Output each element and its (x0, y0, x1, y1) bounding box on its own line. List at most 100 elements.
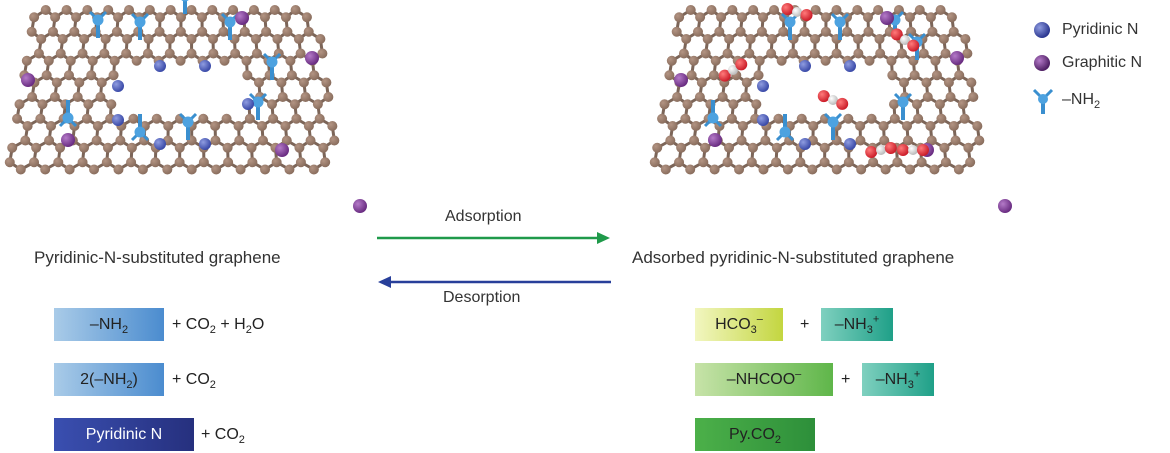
carbon-atom (671, 26, 682, 37)
reactant-2nh2-box: 2(–NH2) (54, 363, 164, 396)
carbon-atom (126, 142, 137, 153)
carbon-atom (926, 135, 937, 146)
carbon-atom (131, 55, 142, 66)
oxygen-atom (800, 8, 813, 21)
carbon-atom (309, 70, 320, 81)
carbon-atom (269, 5, 280, 15)
oxygen-atom (884, 142, 897, 155)
carbon-atom (7, 142, 18, 153)
carbon-atom (89, 164, 100, 175)
oxygen-atom (890, 28, 903, 41)
carbon-atom (207, 5, 218, 15)
carbon-atom (46, 121, 57, 131)
carbon-atom (317, 48, 328, 59)
carbon-atom (284, 164, 295, 175)
carbon-atom (929, 164, 940, 175)
carbon-atom (21, 55, 32, 66)
carbon-atom (767, 34, 778, 44)
carbon-atom (219, 55, 230, 66)
carbon-atom (233, 121, 244, 131)
carbon-atom (55, 142, 66, 153)
carbon-atom (810, 34, 821, 44)
carbon-atom (736, 135, 747, 146)
carbon-atom (241, 55, 252, 66)
pyridinic-n-atom (799, 138, 811, 150)
carbon-atom (674, 157, 685, 168)
co2-carbon-atom (908, 145, 918, 155)
carbon-atom (875, 48, 886, 59)
carbon-atom (96, 77, 107, 88)
carbon-atom (665, 135, 676, 146)
carbon-atom (714, 26, 725, 37)
carbon-atom (853, 48, 864, 59)
carbon-atom (902, 121, 913, 131)
carbon-atom (323, 92, 334, 102)
nh2-nitrogen (707, 112, 719, 124)
carbon-atom (186, 48, 197, 59)
carbon-atom (903, 135, 914, 146)
graphitic-n-atom (708, 133, 722, 147)
oxygen-atom (781, 3, 794, 16)
carbon-atom (102, 142, 113, 153)
carbon-atom (674, 12, 685, 23)
carbon-atom (247, 157, 258, 168)
carbon-atom (22, 121, 33, 131)
carbon-atom (966, 77, 977, 88)
carbon-atom (853, 34, 864, 44)
carbon-atom (939, 142, 950, 153)
carbon-atom (921, 77, 932, 88)
graphitic-n-legend-icon (1034, 55, 1050, 71)
carbon-atom (312, 99, 323, 110)
carbon-atom (820, 55, 831, 66)
carbon-atom (208, 34, 219, 44)
carbon-atom (659, 99, 670, 110)
carbon-atom (911, 99, 922, 110)
carbon-atom (77, 157, 88, 168)
carbon-atom (905, 164, 916, 175)
carbon-atom (246, 142, 257, 153)
carbon-atom (874, 34, 885, 44)
carbon-atom (751, 99, 762, 110)
carbon-atom (314, 113, 325, 124)
carbon-atom (948, 26, 959, 37)
carbon-atom (164, 48, 175, 59)
carbon-atom (137, 164, 148, 175)
carbon-atom (83, 99, 94, 110)
carbon-atom (760, 135, 771, 146)
carbon-atom (842, 26, 853, 37)
carbon-atom (242, 70, 253, 81)
carbon-atom (734, 164, 745, 175)
carbon-atom (940, 157, 951, 168)
legend-nh2-label: –NH2 (1062, 91, 1101, 112)
carbon-atom (898, 77, 909, 88)
carbon-atom (92, 121, 103, 131)
carbon-atom (268, 113, 279, 124)
carbon-atom (852, 5, 863, 15)
nh2-nitrogen (784, 16, 796, 28)
carbon-atom (676, 142, 687, 153)
carbon-atom (239, 26, 250, 37)
carbon-atom (327, 121, 338, 131)
carbon-atom (69, 26, 80, 37)
graphitic-n-atom (21, 73, 35, 87)
carbon-atom (758, 12, 769, 23)
carbon-atom (266, 99, 277, 110)
carbon-atom (810, 5, 821, 15)
nh2-nitrogen (252, 96, 264, 108)
carbon-atom (724, 142, 735, 153)
nh2-nitrogen (779, 126, 791, 138)
carbon-atom (726, 113, 737, 124)
carbon-atom (308, 164, 319, 175)
product-carbamate-box: –NHCOO– (695, 363, 833, 396)
carbon-atom (100, 34, 111, 44)
carbon-atom (963, 142, 974, 153)
pyridinic-n-atom (154, 138, 166, 150)
carbon-atom (769, 5, 780, 15)
co2-carbon-atom (828, 95, 838, 105)
carbon-atom (91, 135, 102, 146)
carbon-atom (754, 55, 765, 66)
carbon-atom (716, 12, 727, 23)
carbon-atom (259, 12, 270, 23)
carbon-atom (81, 113, 92, 124)
pyridinic-n-atom (112, 114, 124, 126)
